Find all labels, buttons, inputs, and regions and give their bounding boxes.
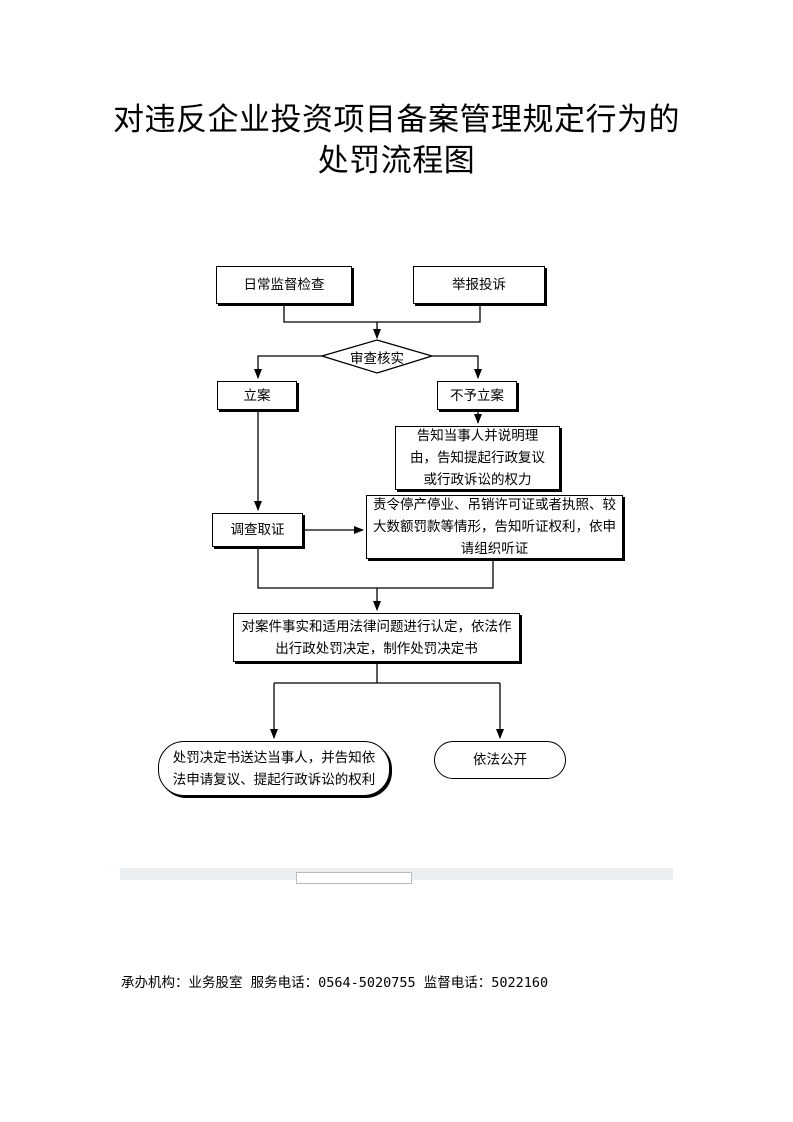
review-label: 审查核实 (350, 351, 404, 367)
deliver-box: 处罚决定书送达当事人，并告知依法申请复议、提起行政诉讼的权利 (158, 741, 390, 796)
source-daily-inspection-label: 日常监督检查 (243, 277, 325, 293)
toolbar-field (296, 872, 412, 884)
hearing-label: 责令停产停业、吊销许可证或者执照、较大数额罚款等情形，告知听证权利，依申请组织听… (373, 497, 616, 557)
contact-footer: 承办机构：业务股室 服务电话：0564-5020755 监督电话：5022160 (121, 975, 549, 991)
source-complaint-label: 举报投诉 (452, 277, 506, 293)
connector-source-left (283, 304, 481, 323)
notify-reject-box: 告知当事人并说明理由，告知提起行政复议或行政诉讼的权力 (395, 426, 560, 490)
page-title-line1: 对违反企业投资项目备案管理规定行为的 (113, 102, 680, 138)
decision-label: 对案件事实和适用法律问题进行认定，依法作出行政处罚决定，制作处罚决定书 (241, 618, 512, 657)
publish-label: 依法公开 (473, 752, 527, 768)
reject-label: 不予立案 (450, 387, 504, 404)
investigate-label: 调查取证 (230, 522, 285, 538)
source-daily-inspection: 日常监督检查 (216, 266, 352, 304)
deliver-label: 处罚决定书送达当事人，并告知依法申请复议、提起行政诉讼的权利 (172, 749, 376, 788)
connector-investigate-down (257, 547, 494, 589)
decision-box: 对案件事实和适用法律问题进行认定，依法作出行政处罚决定，制作处罚决定书 (233, 613, 520, 662)
accept-label: 立案 (243, 387, 271, 404)
hearing-box: 责令停产停业、吊销许可证或者执照、较大数额罚款等情形，告知听证权利，依申请组织听… (366, 495, 623, 559)
source-complaint: 举报投诉 (413, 266, 545, 304)
publish-box: 依法公开 (434, 741, 566, 779)
connector-to-accept (254, 355, 322, 379)
connector-to-reject (432, 355, 482, 379)
reject-box: 不予立案 (437, 381, 517, 410)
accept-box: 立案 (217, 381, 297, 410)
notify-reject-label: 告知当事人并说明理由，告知提起行政复议或行政诉讼的权力 (410, 428, 545, 488)
investigate-box: 调查取证 (212, 513, 303, 547)
page-title-line2: 处罚流程图 (317, 143, 476, 179)
